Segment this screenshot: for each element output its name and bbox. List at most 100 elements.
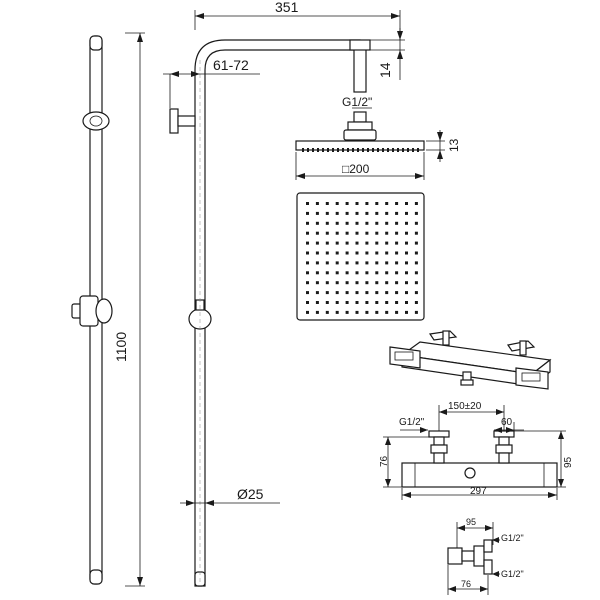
nozzle-dot [365, 221, 369, 225]
nozzle-dot [335, 271, 339, 275]
head-profile [295, 140, 425, 151]
nozzle-tip [362, 148, 364, 152]
nozzle-dot [306, 221, 309, 225]
rail-bottom-cap [89, 569, 103, 585]
arm-length-label: 351 [275, 0, 299, 15]
nozzle-dot [365, 310, 369, 314]
head-size-label: □200 [342, 162, 370, 176]
nozzle-dot [306, 211, 309, 215]
nozzle-dot [385, 261, 389, 265]
left-inlet-nut [428, 430, 450, 438]
nozzle-tip [307, 148, 309, 152]
nozzle-dot [395, 251, 399, 255]
nozzle-dot [395, 310, 399, 314]
nozzle-dot [414, 231, 418, 235]
nozzle-dot [355, 261, 359, 265]
valve-inlet-label: G1/2" [399, 417, 425, 428]
nozzle-dot [335, 221, 339, 225]
nozzle-dot [325, 310, 329, 314]
nozzle-dot [325, 211, 329, 215]
nozzle-dot [405, 261, 408, 265]
nozzle-dot [375, 202, 379, 205]
riser-height-label: 1100 [113, 331, 129, 362]
nozzle-dot [315, 281, 319, 285]
nozzle-dot [414, 261, 418, 265]
head-nozzle-grid [306, 202, 418, 314]
rail-top-cap [89, 35, 103, 51]
nozzle-dot [414, 271, 418, 275]
nozzle-dot [325, 231, 329, 235]
drop-label: 14 [377, 62, 393, 78]
nozzle-dot [306, 202, 309, 205]
nozzle-dot [345, 261, 349, 265]
nozzle-dot [355, 241, 359, 245]
nozzle-dot [335, 301, 339, 304]
nozzle-dot [385, 310, 389, 314]
nozzle-tip [357, 148, 359, 152]
nozzle-dot [345, 310, 349, 314]
nozzle-tip [337, 148, 339, 152]
riser-bracket-arm [177, 115, 196, 127]
rail-wall-bracket [82, 111, 110, 131]
nozzle-dot [385, 221, 389, 225]
nozzle-dot [306, 301, 309, 304]
nozzle-dot [375, 241, 379, 245]
nozzle-dot [414, 221, 418, 225]
nozzle-tip [312, 148, 314, 152]
drop-pipe [353, 43, 367, 93]
head-side-view [295, 130, 445, 180]
nozzle-dot [325, 221, 329, 225]
nozzle-tip [387, 148, 389, 152]
nozzle-dot [395, 291, 399, 295]
nozzle-tip [317, 148, 319, 152]
nozzle-tip [372, 148, 374, 152]
nozzle-tip [412, 148, 414, 152]
valve-outlet-width-label: 60 [501, 417, 513, 428]
nozzle-dot [365, 211, 369, 215]
nozzle-dot [385, 231, 389, 235]
nozzle-dot [325, 202, 329, 205]
nozzle-dot [405, 271, 408, 275]
nozzle-dot [315, 261, 319, 265]
nozzle-dot [405, 202, 408, 205]
rail-bracket-inner [89, 115, 103, 127]
nozzle-dot [365, 202, 369, 205]
nozzle-dot [414, 241, 418, 245]
nozzle-dot [375, 301, 379, 304]
nozzle-dot [345, 301, 349, 304]
nozzle-dot [325, 271, 329, 275]
diverter-detail [447, 522, 500, 595]
nozzle-dot [315, 202, 319, 205]
slider-body [79, 295, 99, 327]
nozzle-dot [365, 271, 369, 275]
nozzle-dot [325, 301, 329, 304]
nozzle-dot [335, 281, 339, 285]
nozzle-dot [405, 281, 408, 285]
nozzle-tip [392, 148, 394, 152]
nozzle-dot [306, 281, 309, 285]
nozzle-dot [345, 211, 349, 215]
pipe-diameter-dimension [180, 500, 280, 506]
nozzle-dot [335, 202, 339, 205]
diverter-bottom-outlet-label: G1/2" [501, 569, 524, 579]
riser-height-dimension [125, 32, 145, 587]
arm-end [349, 39, 371, 51]
head-plan-view [296, 192, 425, 321]
bar-valve-front [383, 405, 566, 500]
nozzle-dot [414, 310, 418, 314]
nozzle-dot [395, 301, 399, 304]
nozzle-tip [367, 148, 369, 152]
nozzle-dot [405, 221, 408, 225]
valve-body-height-label: 95 [563, 456, 574, 468]
nozzle-dot [375, 251, 379, 255]
riser-assembly [169, 39, 371, 587]
nozzle-tip [302, 148, 304, 152]
nozzle-dot [355, 281, 359, 285]
nozzle-dot [375, 231, 379, 235]
nozzle-dot [315, 310, 319, 314]
nozzle-dot [325, 241, 329, 245]
nozzle-dot [355, 221, 359, 225]
nozzle-dot [355, 301, 359, 304]
diverter-knob [447, 547, 463, 565]
valve-right-handle-window [521, 372, 541, 382]
